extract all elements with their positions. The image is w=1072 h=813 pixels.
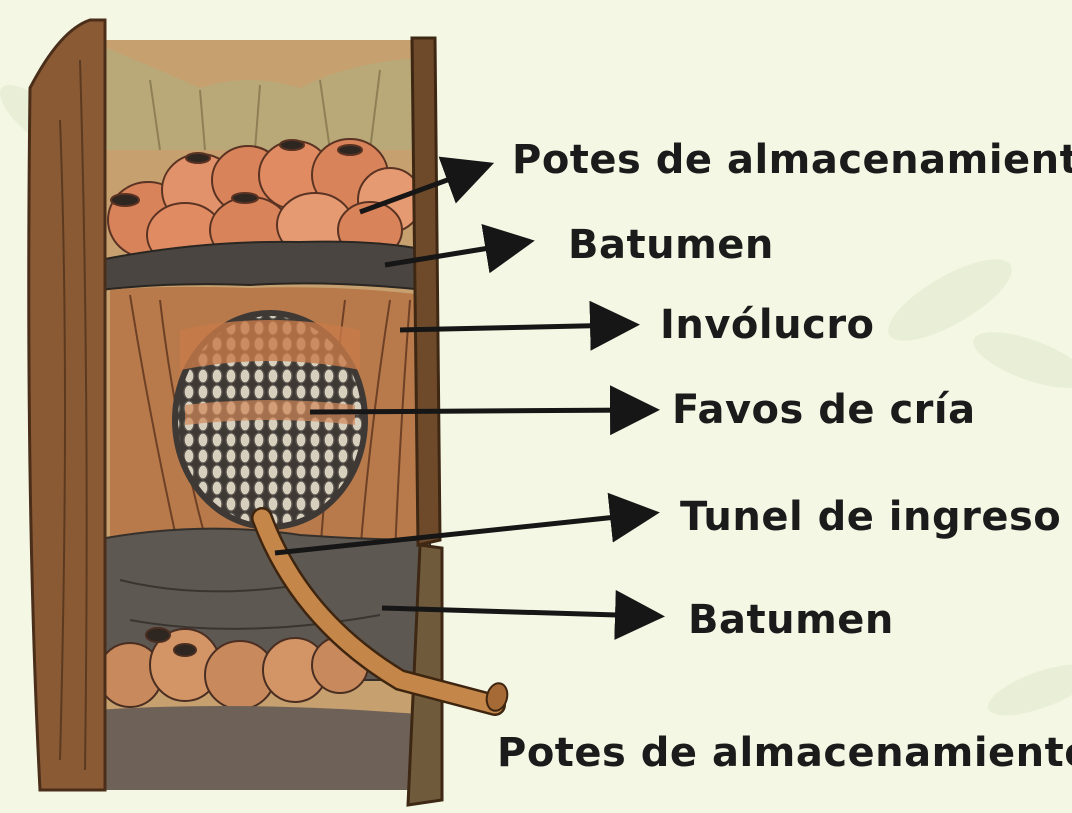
brood-combs xyxy=(172,310,368,530)
label-batumen-bottom: Batumen xyxy=(688,600,894,640)
label-storage-pots-top: Potes de almacenamiento xyxy=(512,140,1072,180)
label-storage-pots-bottom: Potes de almacenamiento xyxy=(497,733,1072,773)
label-brood-combs: Favos de cría xyxy=(672,390,976,430)
label-involucro: Invólucro xyxy=(660,305,875,345)
arrow-brood-combs xyxy=(310,410,645,412)
label-entrance-tunnel: Tunel de ingreso xyxy=(680,497,1061,537)
label-batumen-top: Batumen xyxy=(568,225,774,265)
